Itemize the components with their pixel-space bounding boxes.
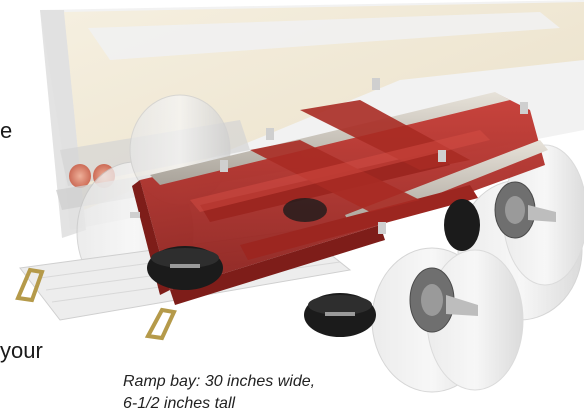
- ramp-bay-caption: Ramp bay: 30 inches wide, 6-1/2 inches t…: [123, 371, 383, 411]
- brand-label-left: [170, 264, 200, 268]
- ramp-handle-right: [144, 307, 177, 341]
- cropped-text-bottom: your: [0, 338, 43, 363]
- brake-drums: [409, 181, 556, 333]
- brand-label-right: [325, 312, 355, 316]
- suspension-frame: [132, 92, 548, 305]
- air-springs: [147, 198, 480, 337]
- brackets: [130, 78, 528, 234]
- caption-line-1: Ramp bay: 30 inches wide,: [123, 373, 316, 390]
- ramp-handle-left: [15, 267, 45, 303]
- cropped-text-top: e: [0, 118, 13, 143]
- caption-line-2: 6-1/2 inches tall: [123, 395, 236, 411]
